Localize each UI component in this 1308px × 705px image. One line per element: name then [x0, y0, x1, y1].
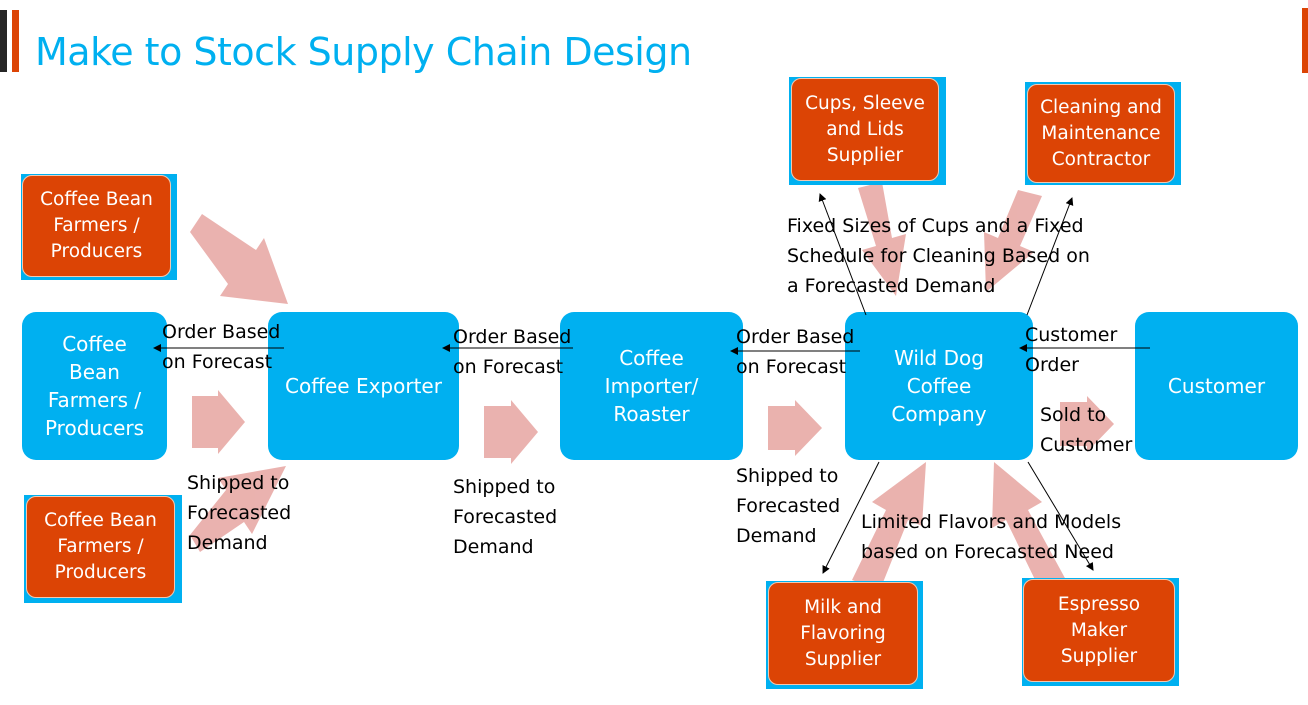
- label-sold-to-customer: Sold to Customer: [1040, 404, 1133, 456]
- flow-arrow-importer-wilddog: [768, 400, 822, 456]
- node-farmers-bottom[interactable]: Coffee Bean Farmers / Producers: [26, 496, 175, 598]
- page-title: Make to Stock Supply Chain Design: [35, 30, 692, 74]
- node-milk-flavoring-supplier[interactable]: Milk and Flavoring Supplier: [768, 582, 918, 685]
- node-customer[interactable]: Customer: [1135, 312, 1298, 460]
- node-coffee-importer-roaster[interactable]: Coffee Importer/ Roaster: [560, 312, 743, 460]
- node-cleaning-maintenance-contractor[interactable]: Cleaning and Maintenance Contractor: [1027, 84, 1175, 183]
- node-coffee-exporter[interactable]: Coffee Exporter: [268, 312, 459, 460]
- flow-arrow-farmers-exporter: [192, 390, 245, 454]
- label-shipped-importer: Shipped to Forecasted Demand: [736, 465, 841, 547]
- order-arrow-to-cups: [818, 193, 867, 316]
- node-cups-sleeve-lids-supplier[interactable]: Cups, Sleeve and Lids Supplier: [791, 78, 939, 181]
- order-arrow-to-cleaning: [1026, 197, 1074, 316]
- label-bottom-note: Limited Flavors and Models based on Fore…: [861, 511, 1122, 563]
- label-order-exporter: Order Based on Forecast: [453, 326, 572, 378]
- node-coffee-bean-farmers[interactable]: Coffee Bean Farmers / Producers: [22, 312, 167, 460]
- label-shipped-exporter: Shipped to Forecasted Demand: [453, 476, 558, 558]
- flow-arrow-cups: [858, 182, 906, 296]
- node-farmers-top[interactable]: Coffee Bean Farmers / Producers: [22, 175, 171, 277]
- flow-arrow-top-farmers: [190, 214, 288, 304]
- flow-arrow-espresso: [992, 462, 1066, 590]
- label-order-importer: Order Based on Forecast: [736, 326, 855, 378]
- orange-accent-bar-right: [1302, 8, 1308, 73]
- order-arrow-to-milk: [822, 461, 880, 574]
- label-customer-order: Customer Order: [1025, 324, 1118, 376]
- dark-accent-bar: [0, 10, 7, 72]
- node-wild-dog-coffee-company[interactable]: Wild Dog Coffee Company: [845, 312, 1033, 460]
- flow-arrow-wilddog-customer: [1060, 396, 1114, 452]
- orange-accent-bar: [12, 10, 19, 72]
- flow-arrow-cleaning: [984, 190, 1042, 292]
- label-order-farmers: Order Based on Forecast: [162, 321, 281, 373]
- flow-arrow-exporter-importer: [484, 400, 538, 464]
- node-espresso-maker-supplier[interactable]: Espresso Maker Supplier: [1023, 579, 1175, 682]
- label-top-note: Fixed Sizes of Cups and a Fixed Schedule…: [787, 215, 1090, 297]
- flow-arrow-milk: [852, 462, 926, 590]
- flow-arrow-bottom-farmers: [190, 466, 286, 552]
- order-arrow-to-espresso: [1027, 461, 1094, 571]
- label-shipped-farmers: Shipped to Forecasted Demand: [187, 472, 292, 554]
